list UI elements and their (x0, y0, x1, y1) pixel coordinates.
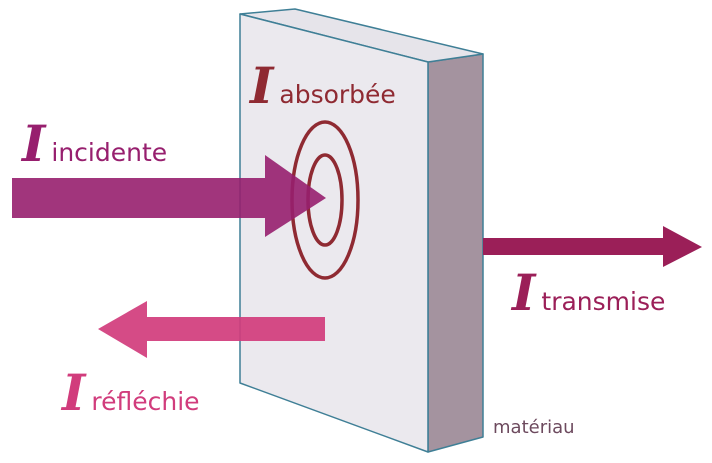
absorbed-symbol: I (248, 56, 275, 115)
material-slab-front-face (239, 13, 429, 453)
absorbed-subscript: absorbée (279, 80, 395, 109)
incident-subscript: incidente (51, 138, 167, 167)
reflected-symbol: I (60, 363, 87, 422)
material-label: matériau (493, 417, 575, 438)
material-slab-side-face (427, 53, 484, 453)
reflected-arrow (98, 301, 325, 358)
incident-arrow (12, 155, 326, 237)
reflected-subscript: réfléchie (91, 387, 199, 416)
transmitted-arrow (483, 226, 702, 267)
transmitted-symbol: I (510, 263, 537, 322)
incident-symbol: I (20, 114, 47, 173)
transmitted-subscript: transmise (541, 287, 665, 316)
